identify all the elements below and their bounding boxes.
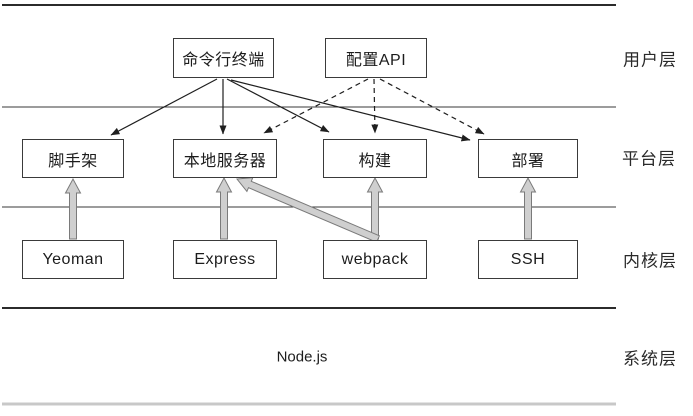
thick-arrow-ssh-to-deploy <box>519 176 537 240</box>
box-cmd-terminal: 命令行终端 <box>173 38 274 78</box>
layer-separator-lines <box>2 4 616 406</box>
support-arrows <box>64 176 537 243</box>
arrow-cmd-to-deploy <box>230 79 471 142</box>
label-nodejs: Node.js <box>276 348 328 366</box>
arrow-api-to-deploy <box>379 78 485 135</box>
layer-label-system-layer: 系统层 <box>623 349 677 369</box>
arrow-api-to-build <box>371 78 379 134</box>
box-yeoman: Yeoman <box>22 240 124 279</box>
dependency-arrows <box>110 78 485 142</box>
arrow-cmd-to-scaffold <box>110 78 218 136</box>
thick-arrow-express-to-local-server <box>215 176 233 240</box>
box-ssh: SSH <box>478 240 578 279</box>
arrow-cmd-to-build <box>226 78 330 133</box>
thick-arrow-webpack-to-local-server <box>236 177 381 243</box>
layer-label-platform-layer: 平台层 <box>622 149 676 169</box>
layer-label-kernel-layer: 内核层 <box>623 251 677 271</box>
thick-arrow-webpack-to-build <box>366 176 384 240</box>
box-express: Express <box>173 240 277 279</box>
box-webpack: webpack <box>323 240 427 279</box>
box-build: 构建 <box>323 139 427 178</box>
box-deploy: 部署 <box>478 139 578 178</box>
layer-label-user-layer: 用户层 <box>623 50 677 70</box>
box-config-api: 配置API <box>325 38 427 78</box>
box-local-server: 本地服务器 <box>173 139 277 178</box>
arrow-api-to-local-server <box>263 78 369 134</box>
thick-arrow-yeoman-to-scaffold <box>64 177 82 240</box>
box-scaffold: 脚手架 <box>22 139 124 178</box>
